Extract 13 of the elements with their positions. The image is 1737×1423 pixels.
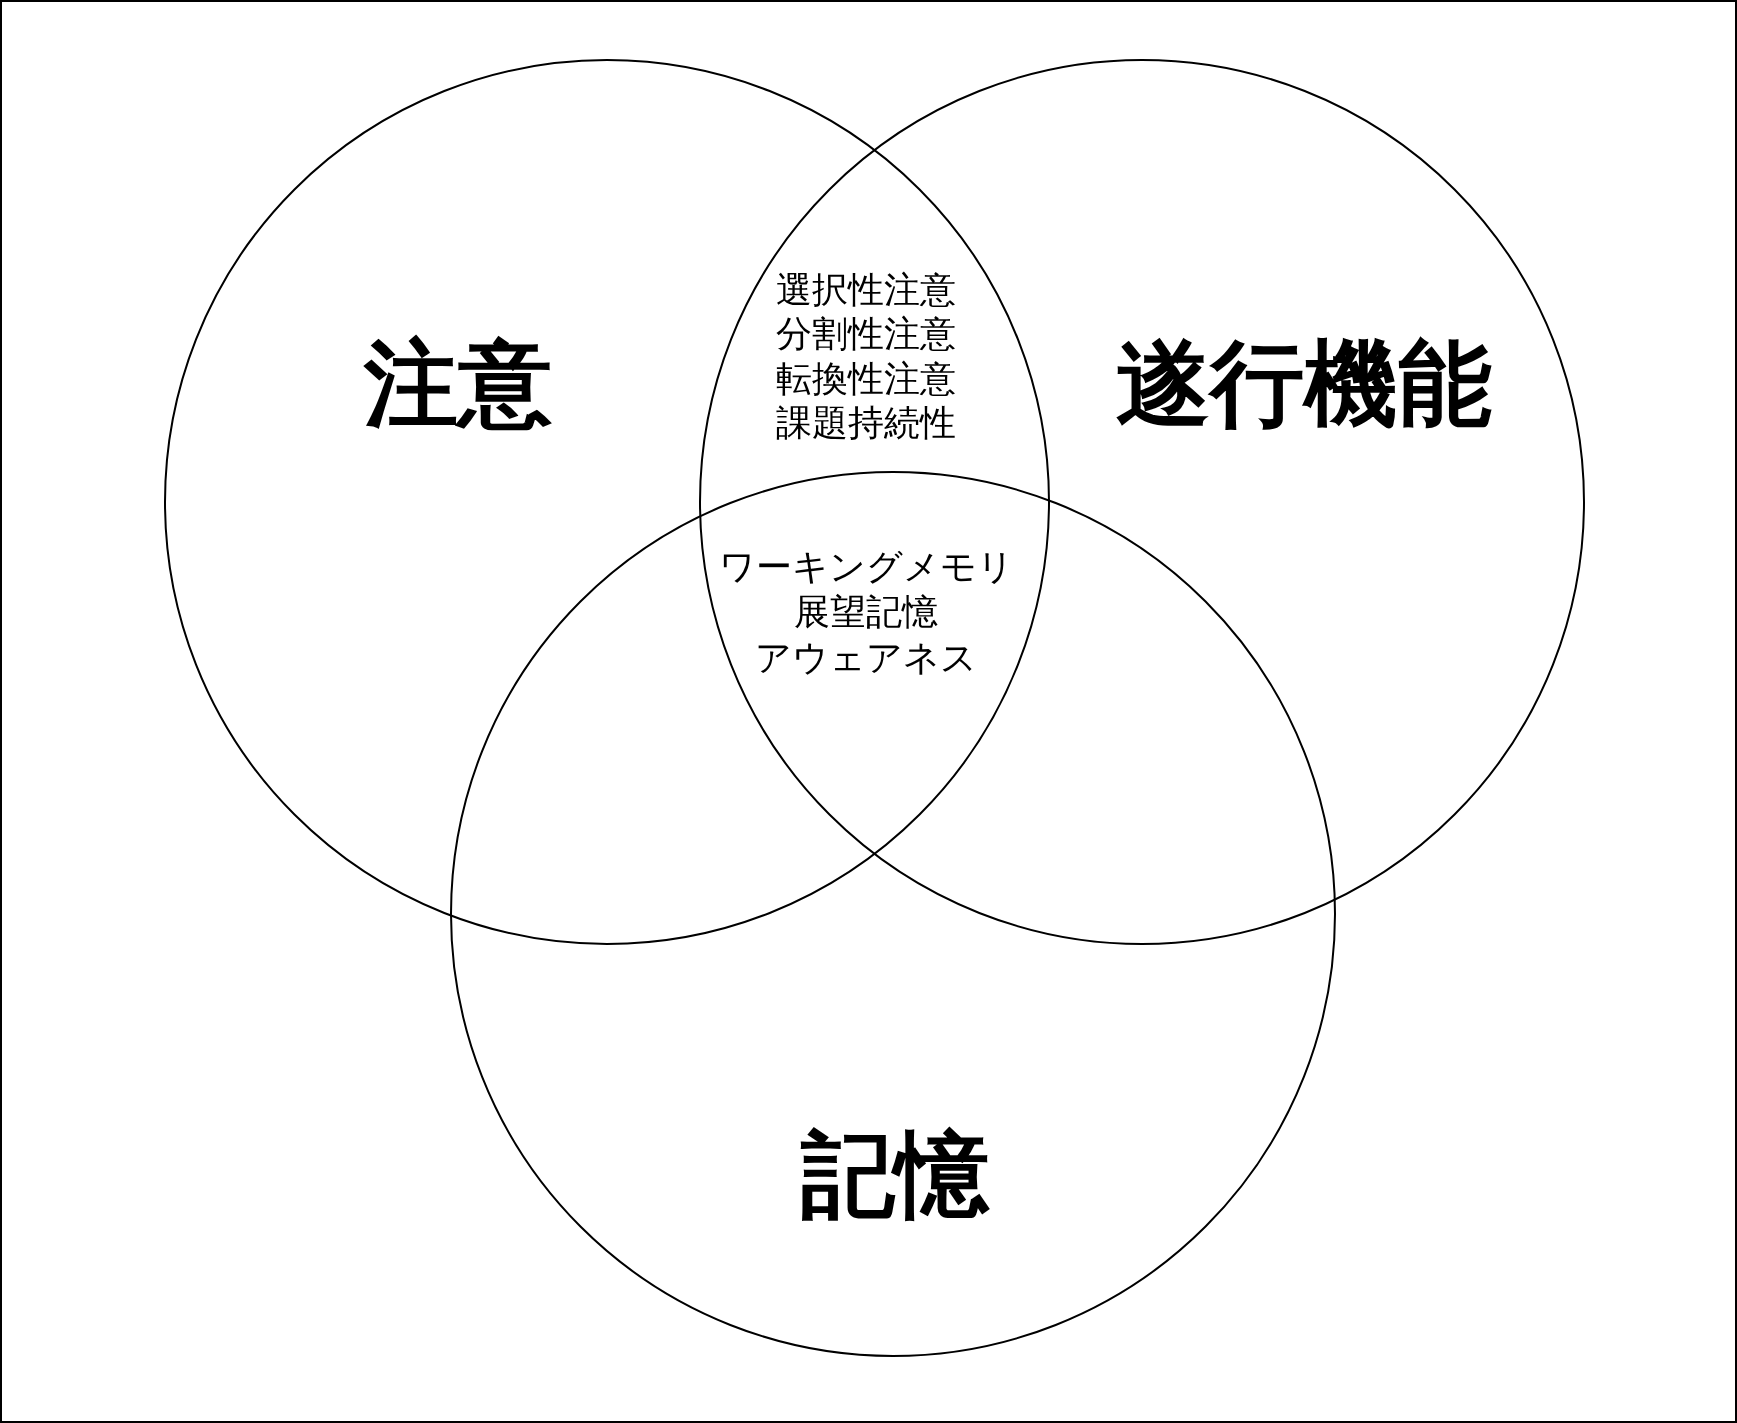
circle-title: 遂行機能: [1116, 332, 1492, 436]
overlap-label: ワーキングメモリ: [718, 545, 1014, 589]
circle-title: 注意: [364, 332, 552, 436]
overlap-label: 選択性注意: [776, 268, 956, 312]
venn-circle: [450, 471, 1336, 1357]
overlap-label: 転換性注意: [776, 357, 956, 401]
overlap-label: 展望記憶: [794, 590, 938, 634]
overlap-label: 課題持続性: [776, 401, 956, 445]
overlap-label: 分割性注意: [776, 312, 956, 356]
overlap-label: アウェアネス: [755, 636, 977, 680]
venn-circle: [164, 59, 1050, 945]
venn-circle: [699, 59, 1585, 945]
circle-title: 記憶: [801, 1123, 989, 1227]
